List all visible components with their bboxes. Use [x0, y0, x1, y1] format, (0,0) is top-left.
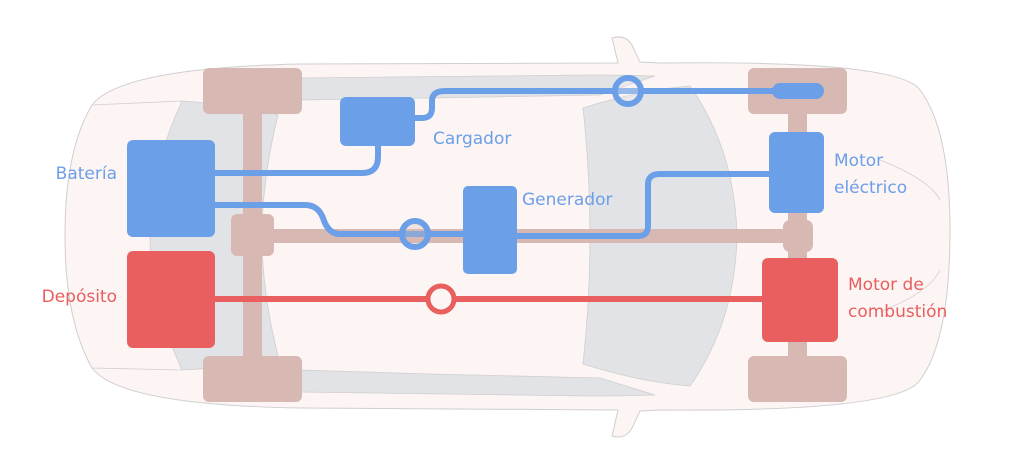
charging-port: [772, 83, 824, 99]
tank-block: [127, 251, 215, 348]
rear-right-wheel: [203, 356, 302, 402]
battery-charger-line: [215, 140, 381, 176]
generator-connector: [399, 218, 431, 250]
electric-motor-block: [769, 132, 824, 213]
charger-wheel-line: [415, 88, 820, 121]
front-differential: [783, 220, 813, 252]
generator-motor-line: [517, 171, 769, 239]
fuel-line: [215, 283, 762, 315]
generator-block: [463, 186, 517, 274]
combustion-motor-label-line1: Motor de: [848, 275, 924, 295]
rear-left-wheel: [203, 68, 302, 114]
charger-label: Cargador: [433, 129, 511, 149]
charger-block: [340, 97, 415, 146]
battery-generator-line: [215, 202, 463, 237]
electric-motor-label-line2: eléctrico: [834, 178, 907, 198]
combustion-motor-label-line2: combustión: [848, 302, 947, 322]
rear-differential: [231, 214, 274, 256]
front-right-wheel: [748, 356, 847, 402]
generator-label: Generador: [522, 190, 612, 210]
tank-label: Depósito: [42, 287, 117, 307]
fuel-connector: [425, 283, 457, 315]
combustion-motor-block: [762, 258, 838, 342]
electric-motor-label-line1: Motor: [834, 151, 883, 171]
battery-label: Batería: [56, 164, 117, 184]
electric-lines: [215, 75, 820, 250]
battery-block: [127, 140, 215, 237]
charger-connector: [612, 75, 644, 107]
